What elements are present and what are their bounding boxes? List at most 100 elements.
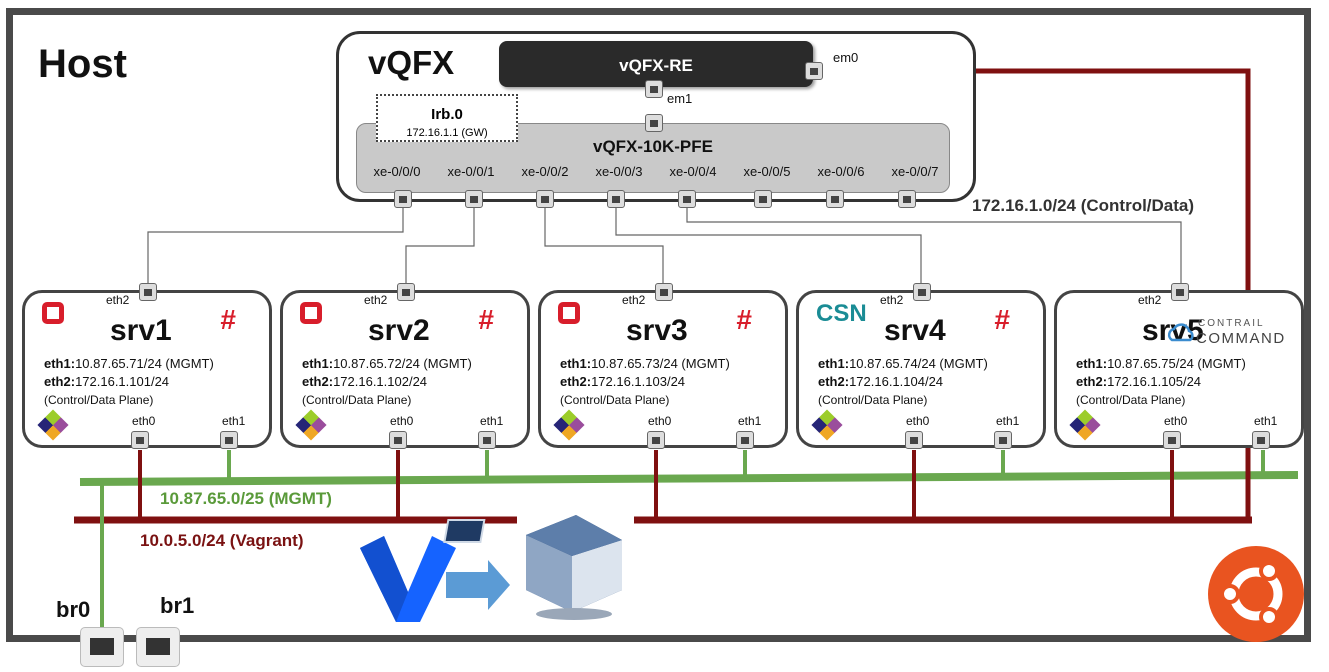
xe1-srv2-link bbox=[405, 208, 475, 284]
tungsten-fabric-icon: # bbox=[736, 304, 752, 335]
xe-port-icon bbox=[826, 190, 844, 208]
eth1-value: 10.87.65.73/24 (MGMT) bbox=[591, 356, 730, 371]
server-eth1-line: eth1:10.87.65.74/24 (MGMT) bbox=[818, 356, 988, 371]
eth1-value: 10.87.65.75/24 (MGMT) bbox=[1107, 356, 1246, 371]
eth1-label: eth1 bbox=[1254, 414, 1278, 428]
eth1-key: eth1: bbox=[560, 356, 592, 371]
eth1-value: 10.87.65.72/24 (MGMT) bbox=[333, 356, 472, 371]
flow-arrow bbox=[446, 560, 510, 610]
br0-port-icon bbox=[80, 627, 124, 667]
vqfx-pfe-label: vQFX-10K-PFE bbox=[593, 137, 713, 156]
server-plane-label: (Control/Data Plane) bbox=[1076, 393, 1186, 407]
pfe-em1-port-icon bbox=[645, 114, 663, 132]
eth0-port-icon bbox=[389, 431, 407, 449]
eth2-port-icon bbox=[913, 283, 931, 301]
server-plane-label: (Control/Data Plane) bbox=[44, 393, 154, 407]
server-name: srv1 bbox=[110, 314, 172, 347]
eth0-port-icon bbox=[905, 431, 923, 449]
eth2-top-label: eth2 bbox=[880, 293, 904, 307]
csn-badge: CSN bbox=[816, 300, 867, 327]
host-title: Host bbox=[38, 42, 127, 86]
server-eth1-line: eth1:10.87.65.73/24 (MGMT) bbox=[560, 356, 730, 371]
eth1-port-icon bbox=[220, 431, 238, 449]
eth2-port-icon bbox=[655, 283, 673, 301]
eth2-value: 172.16.1.103/24 bbox=[591, 374, 686, 389]
eth2-key: eth2: bbox=[1076, 374, 1108, 389]
xe2-srv3-link bbox=[544, 208, 664, 284]
xe-port-icon bbox=[678, 190, 696, 208]
irb-name: Irb.0 bbox=[431, 106, 463, 123]
em0-port-icon bbox=[805, 62, 823, 80]
eth2-key: eth2: bbox=[560, 374, 592, 389]
xe-port-icon bbox=[754, 190, 772, 208]
eth2-key: eth2: bbox=[302, 374, 334, 389]
eth1-label: eth1 bbox=[996, 414, 1020, 428]
eth0-label: eth0 bbox=[1164, 414, 1188, 428]
xe-port-icon bbox=[536, 190, 554, 208]
irb-box bbox=[376, 94, 518, 142]
xe4-srv5-link bbox=[686, 208, 1182, 284]
eth2-port-icon bbox=[139, 283, 157, 301]
eth1-port-icon bbox=[736, 431, 754, 449]
vqfx-re-label: vQFX-RE bbox=[619, 56, 693, 75]
server-plane-label: (Control/Data Plane) bbox=[302, 393, 412, 407]
xe-port-label: xe-0/0/1 bbox=[447, 164, 495, 179]
openshift-icon bbox=[300, 302, 322, 324]
br1-label: br1 bbox=[160, 593, 195, 618]
irb-ip: 172.16.1.1 (GW) bbox=[406, 127, 488, 139]
server-eth1-line: eth1:10.87.65.75/24 (MGMT) bbox=[1076, 356, 1246, 371]
xe-port-label: xe-0/0/2 bbox=[521, 164, 569, 179]
eth1-key: eth1: bbox=[302, 356, 334, 371]
vqfx-re-box bbox=[499, 41, 813, 87]
control-net-label: 172.16.1.0/24 (Control/Data) bbox=[972, 196, 1195, 215]
eth2-key: eth2: bbox=[818, 374, 850, 389]
xe-port-icon bbox=[898, 190, 916, 208]
server-name: srv3 bbox=[626, 314, 688, 347]
eth0-port-icon bbox=[1163, 431, 1181, 449]
vqfx-title: vQFX bbox=[368, 44, 455, 81]
server-eth2-line: eth2:172.16.1.104/24 bbox=[818, 374, 943, 389]
server-plane-label: (Control/Data Plane) bbox=[560, 393, 670, 407]
eth2-value: 172.16.1.102/24 bbox=[333, 374, 428, 389]
xe-port-icon bbox=[607, 190, 625, 208]
eth1-label: eth1 bbox=[738, 414, 762, 428]
server-eth2-line: eth2:172.16.1.105/24 bbox=[1076, 374, 1201, 389]
server-plane-label: (Control/Data Plane) bbox=[818, 393, 928, 407]
eth2-top-label: eth2 bbox=[364, 293, 388, 307]
mgmt-net-label: 10.87.65.0/25 (MGMT) bbox=[160, 489, 332, 508]
xe3-srv4-link bbox=[615, 208, 922, 284]
eth1-key: eth1: bbox=[818, 356, 850, 371]
server-name: srv2 bbox=[368, 314, 430, 347]
openshift-icon bbox=[42, 302, 64, 324]
server-eth2-line: eth2:172.16.1.102/24 bbox=[302, 374, 427, 389]
server-name: srv4 bbox=[884, 314, 946, 347]
server-eth2-line: eth2:172.16.1.103/24 bbox=[560, 374, 685, 389]
eth1-value: 10.87.65.74/24 (MGMT) bbox=[849, 356, 988, 371]
xe-port-label: xe-0/0/0 bbox=[373, 164, 421, 179]
eth1-label: eth1 bbox=[222, 414, 246, 428]
eth0-label: eth0 bbox=[648, 414, 672, 428]
br0-label: br0 bbox=[56, 597, 91, 622]
eth1-label: eth1 bbox=[480, 414, 504, 428]
xe-port-label: xe-0/0/3 bbox=[595, 164, 643, 179]
eth1-key: eth1: bbox=[1076, 356, 1108, 371]
xe-port-label: xe-0/0/7 bbox=[891, 164, 939, 179]
xe0-srv1-link bbox=[147, 208, 404, 284]
eth1-port-icon bbox=[478, 431, 496, 449]
br1-port-icon bbox=[136, 627, 180, 667]
xe-port-icon bbox=[465, 190, 483, 208]
em0-label: em0 bbox=[833, 50, 859, 65]
vagrant-net-label: 10.0.5.0/24 (Vagrant) bbox=[140, 531, 304, 550]
eth2-value: 172.16.1.104/24 bbox=[849, 374, 944, 389]
xe-port-icon bbox=[394, 190, 412, 208]
eth2-value: 172.16.1.101/24 bbox=[75, 374, 170, 389]
server-eth2-line: eth2:172.16.1.101/24 bbox=[44, 374, 169, 389]
tungsten-fabric-icon: # bbox=[994, 304, 1010, 335]
eth0-port-icon bbox=[647, 431, 665, 449]
contrail-command-logo-icon bbox=[1166, 320, 1196, 351]
eth2-top-label: eth2 bbox=[1138, 293, 1162, 307]
contrail-text: CONTRAIL bbox=[1198, 318, 1265, 329]
eth2-value: 172.16.1.105/24 bbox=[1107, 374, 1202, 389]
